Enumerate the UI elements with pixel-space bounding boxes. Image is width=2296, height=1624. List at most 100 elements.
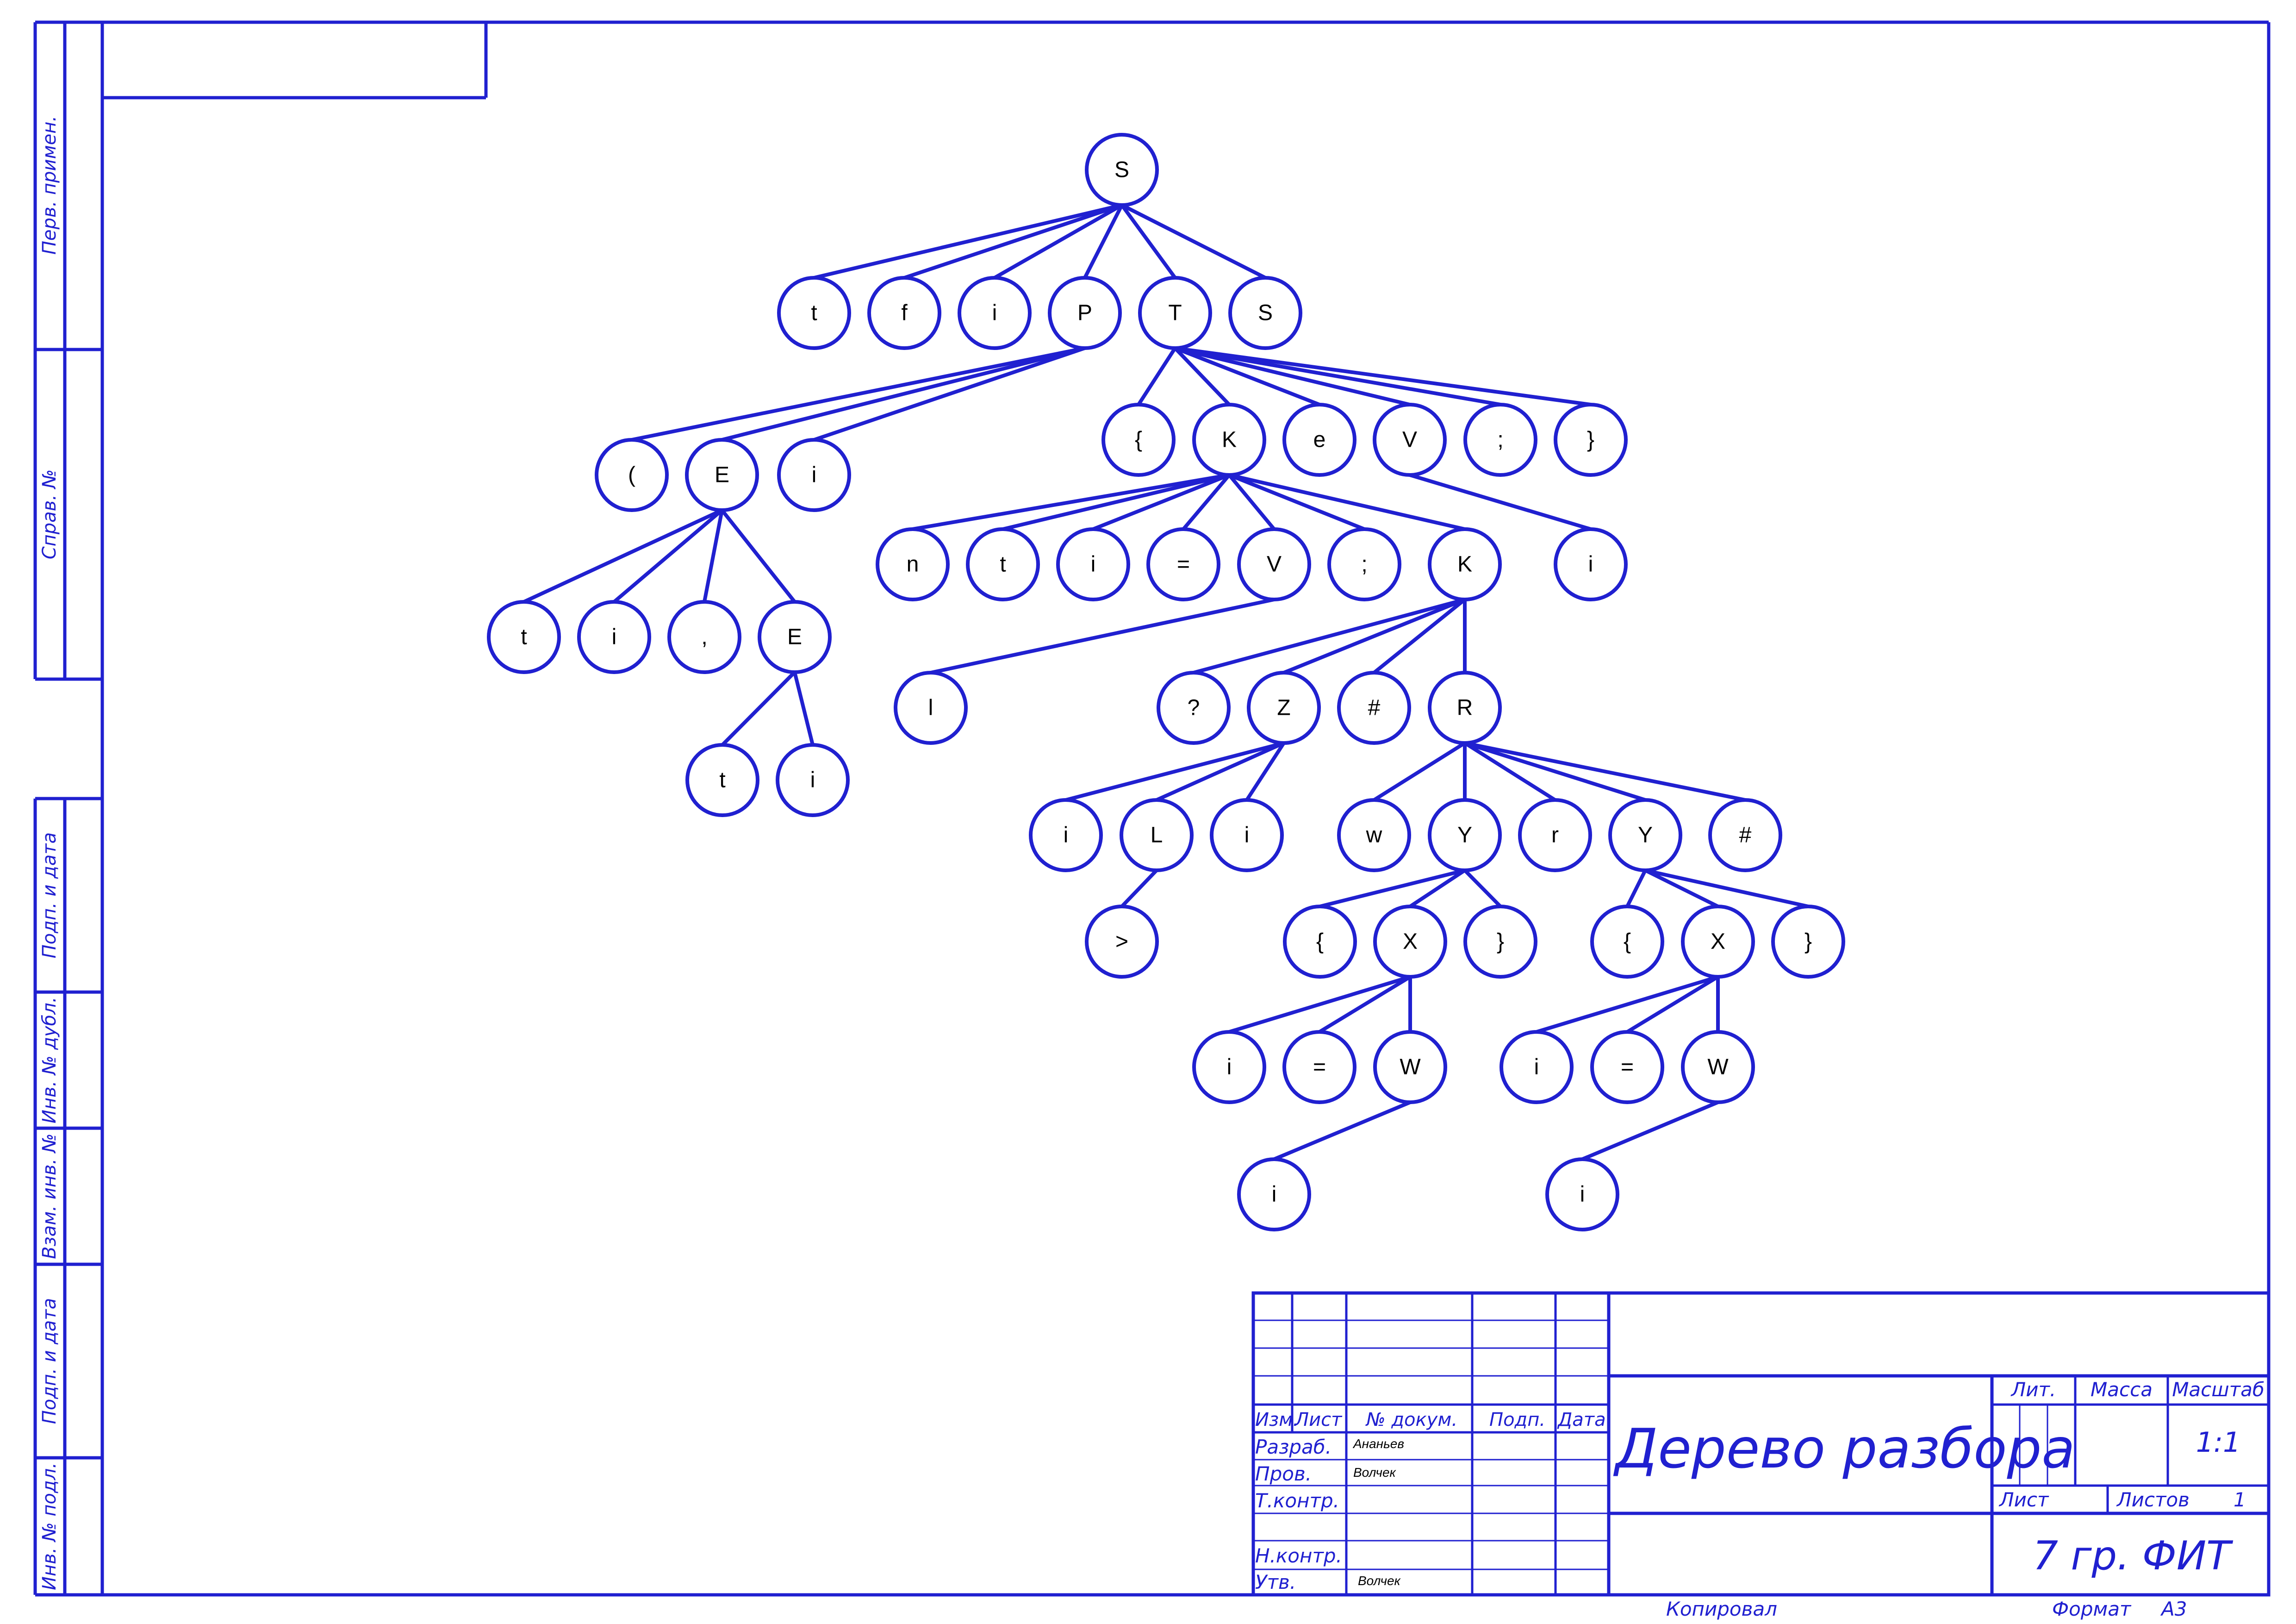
tree-node-circle — [1554, 527, 1628, 601]
tree-edge — [1083, 204, 1124, 279]
tree-node-circle — [1373, 403, 1447, 477]
tree-node: K — [1428, 527, 1502, 601]
tree-node: # — [1337, 671, 1411, 745]
tree-edge — [1283, 598, 1466, 675]
tree-node-label: } — [1587, 428, 1594, 452]
tree-node-circle — [758, 600, 832, 674]
tree-edge — [1409, 473, 1592, 531]
tree-node: i — [1554, 527, 1628, 601]
tree-node-label: i — [1534, 1055, 1539, 1080]
tree-edge — [1174, 346, 1320, 406]
tree-node-circle — [1029, 798, 1103, 872]
tree-node-circle — [777, 276, 851, 350]
tree-edge — [1174, 347, 1231, 406]
tree-node-label: ? — [1188, 696, 1200, 720]
tree-node-circle — [595, 438, 669, 512]
tree-node-label: ; — [1361, 552, 1367, 577]
tree-node-circle — [685, 743, 759, 817]
tree-node-circle — [1228, 276, 1302, 350]
tree-edge — [721, 671, 796, 746]
tree-edge — [1245, 742, 1286, 801]
tree-edge — [523, 508, 723, 604]
tree-node: i — [1192, 1030, 1266, 1104]
tree-node-label: # — [1368, 696, 1381, 720]
tree-edge — [930, 598, 1275, 675]
tree-node-label: , — [701, 625, 707, 650]
tree-node: V — [1237, 527, 1311, 601]
tree-node: W — [1681, 1030, 1755, 1104]
tree-node-label: L — [1151, 823, 1163, 848]
tree-node-label: X — [1403, 930, 1418, 954]
tree-edge — [1644, 868, 1719, 908]
tree-node-circle — [1282, 403, 1356, 477]
tree-node: i — [1056, 527, 1130, 601]
tree-node-circle — [1192, 1030, 1266, 1104]
tree-node-label: = — [1621, 1055, 1634, 1080]
tree-node-label: } — [1804, 930, 1812, 954]
tree-node-label: r — [1551, 823, 1559, 848]
tree-node: } — [1771, 905, 1845, 979]
tree-node-circle — [1337, 798, 1411, 872]
tree-node-circle — [1138, 276, 1212, 350]
tree-edge — [1228, 975, 1411, 1034]
tree-node-circle — [1708, 798, 1782, 872]
tree-edge — [720, 509, 796, 603]
tree-node-label: i — [810, 768, 815, 793]
tree-edge — [1137, 347, 1177, 406]
tree-node-label: Z — [1277, 696, 1290, 720]
tree-edge — [1193, 598, 1466, 675]
tree-node-circle — [1157, 671, 1231, 745]
tree-edge — [1182, 474, 1231, 531]
tree-node-circle — [1500, 1030, 1574, 1104]
tree-node: l — [894, 671, 968, 745]
tree-node-label: w — [1366, 823, 1382, 848]
tree-node-circle — [1771, 905, 1845, 979]
tree-node-circle — [1681, 1030, 1755, 1104]
tree-node: = — [1282, 1030, 1356, 1104]
tree-node-circle — [1101, 403, 1176, 477]
tree-node-circle — [1146, 527, 1220, 601]
tree-node-label: W — [1400, 1055, 1421, 1080]
tree-node-circle — [1120, 798, 1194, 872]
tree-node: t — [487, 600, 561, 674]
tree-edge — [1229, 473, 1465, 531]
tree-node-circle — [577, 600, 651, 674]
tree-edge — [903, 203, 1123, 280]
tb-mass-label: Масса — [2091, 1378, 2153, 1401]
tree-node-label: t — [521, 625, 527, 650]
tree-edge — [1464, 741, 1646, 802]
tb-scale-value: 1:1 — [2196, 1426, 2241, 1459]
tree-edge — [1227, 474, 1276, 531]
tb-sheets-label: Листов — [2116, 1488, 2190, 1511]
tree-node-label: E — [715, 463, 729, 487]
tree-edge — [1175, 346, 1501, 406]
tree-node: ; — [1327, 527, 1401, 601]
tree-node: f — [867, 276, 941, 350]
tree-node-circle — [1056, 527, 1130, 601]
tree-node-label: K — [1222, 428, 1237, 452]
tree-node-label: f — [901, 301, 908, 325]
tree-node-circle — [777, 438, 851, 512]
strip-label-vzam-inv: Взам. инв. № — [39, 1133, 60, 1259]
tree-edge — [1092, 473, 1230, 531]
tree-edge — [1120, 204, 1177, 279]
tree-edge — [1065, 741, 1285, 802]
tree-edge — [1121, 203, 1266, 280]
tree-edge — [1626, 975, 1719, 1034]
tree-node: > — [1085, 905, 1159, 979]
tree-node-circle — [1237, 1157, 1311, 1231]
tree-node-label: V — [1267, 552, 1282, 577]
tb-sheet-label: Лист — [1998, 1488, 2049, 1511]
tb-document-title: Дерево разбора — [1613, 1417, 2075, 1480]
side-strip-labels: Перв. примен. Справ. № Подп. и дата Инв.… — [39, 116, 60, 1590]
tree-node: i — [777, 438, 851, 512]
tree-edge — [1536, 975, 1719, 1034]
tree-node-label: t — [719, 768, 725, 793]
tree-node-circle — [487, 600, 561, 674]
tree-node-circle — [1237, 527, 1311, 601]
tb-header-podp: Подп. — [1489, 1409, 1545, 1430]
tree-node-circle — [1554, 403, 1628, 477]
tree-node-label: i — [1091, 552, 1096, 577]
tree-edge — [1373, 598, 1466, 675]
tree-node-label: S — [1114, 158, 1129, 182]
